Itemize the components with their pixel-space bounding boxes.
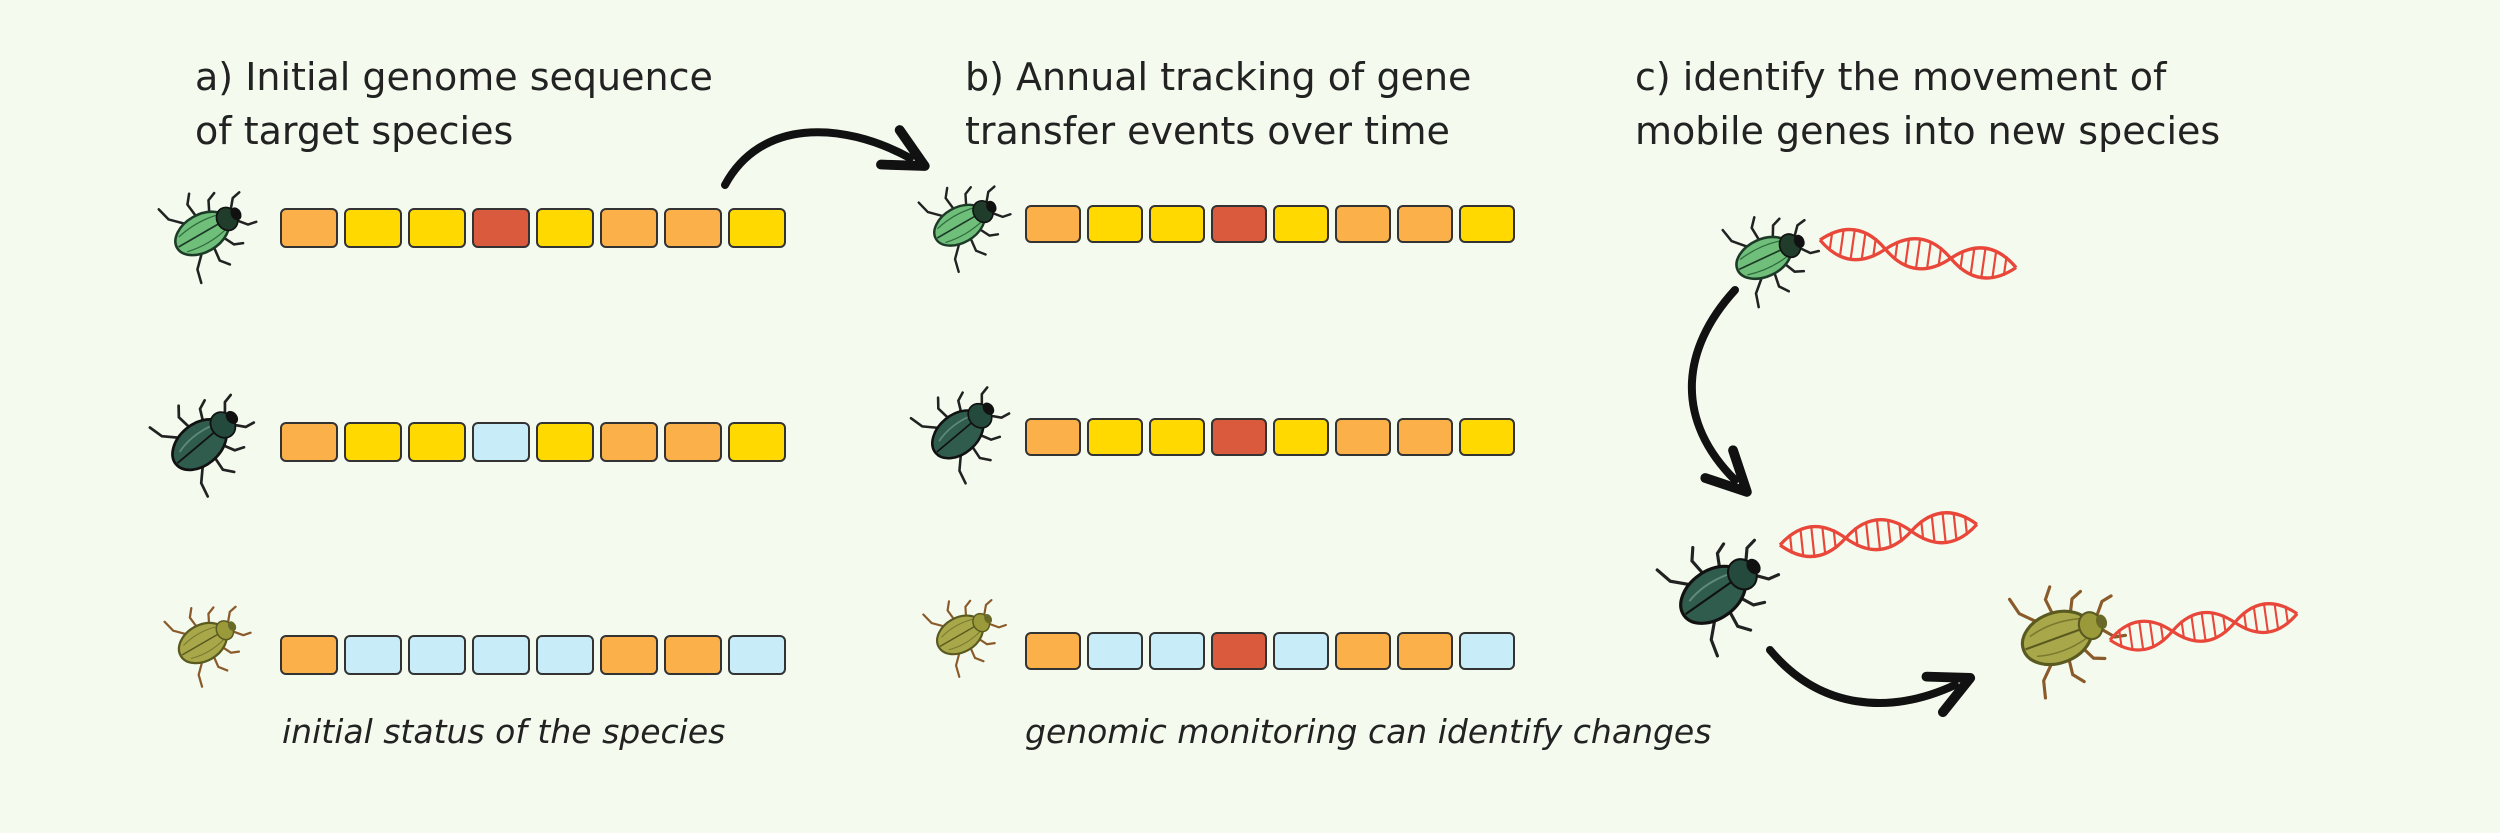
- curved-arrow-icon: [721, 125, 930, 189]
- gene-block-yellow: [1149, 205, 1205, 243]
- gene-block-orange: [1025, 205, 1081, 243]
- gene-block-orange: [600, 635, 658, 675]
- gene-block-orange: [1025, 418, 1081, 456]
- gene-block-yellow: [728, 208, 786, 248]
- curved-arrow-icon: [1766, 646, 1976, 718]
- green-beetle-icon: [916, 166, 1023, 274]
- gene-block-yellow: [1149, 418, 1205, 456]
- gene-block-yellow: [536, 208, 594, 248]
- gene-block-red: [1211, 205, 1267, 243]
- gene-block-orange: [1397, 205, 1453, 243]
- gene-block-red: [1211, 418, 1267, 456]
- olive-beetle-icon: [160, 586, 263, 690]
- dna-helix-icon: [1776, 507, 1981, 562]
- gene-block-orange: [280, 208, 338, 248]
- panel-c-title-line1: c) identify the movement of: [1635, 55, 2167, 99]
- gene-block-blue: [728, 635, 786, 675]
- gene-block-red: [472, 208, 530, 248]
- panel-a-sequence-3: [280, 635, 786, 675]
- gene-block-orange: [1397, 632, 1453, 670]
- panel-c-title-line2: mobile genes into new species: [1635, 109, 2221, 153]
- gene-block-blue: [472, 635, 530, 675]
- gene-block-blue: [1273, 632, 1329, 670]
- gene-block-yellow: [1459, 205, 1515, 243]
- dark-beetle-icon: [908, 368, 1025, 486]
- dna-helix-icon: [1816, 223, 2020, 285]
- gene-block-yellow: [536, 422, 594, 462]
- gene-block-yellow: [728, 422, 786, 462]
- dark-beetle-icon: [147, 374, 271, 498]
- olive-beetle-icon: [919, 580, 1018, 680]
- gene-block-yellow: [1273, 418, 1329, 456]
- gene-block-orange: [664, 422, 722, 462]
- gene-block-orange: [600, 422, 658, 462]
- gene-block-blue: [344, 635, 402, 675]
- gene-block-orange: [664, 208, 722, 248]
- panel-a-sequence-2: [280, 422, 786, 462]
- gene-block-blue: [1149, 632, 1205, 670]
- gene-block-yellow: [1087, 205, 1143, 243]
- gene-block-yellow: [344, 422, 402, 462]
- gene-block-yellow: [1273, 205, 1329, 243]
- gene-block-blue: [1459, 632, 1515, 670]
- dark-beetle-icon: [1654, 514, 1797, 658]
- gene-block-blue: [408, 635, 466, 675]
- dna-helix-icon: [2106, 597, 2301, 657]
- gene-block-orange: [1335, 418, 1391, 456]
- panel-b-title-line2: transfer events over time: [965, 109, 1450, 153]
- panel-b-sequence-2: [1025, 418, 1515, 456]
- gene-block-blue: [472, 422, 530, 462]
- panel-c-title: c) identify the movement of mobile genes…: [1635, 50, 2220, 158]
- gene-block-orange: [1397, 418, 1453, 456]
- gene-block-yellow: [1459, 418, 1515, 456]
- gene-block-yellow: [1087, 418, 1143, 456]
- gene-block-orange: [280, 635, 338, 675]
- panel-b-title: b) Annual tracking of gene transfer even…: [965, 50, 1471, 158]
- panel-a-caption: initial status of the species: [282, 712, 726, 751]
- panel-b-title-line1: b) Annual tracking of gene: [965, 55, 1472, 99]
- panel-b-sequence-1: [1025, 205, 1515, 243]
- curved-arrow-icon: [1687, 286, 1752, 497]
- panel-a-sequence-1: [280, 208, 786, 248]
- panel-b-caption: genomic monitoring can identify changes: [1025, 712, 1712, 751]
- gene-block-orange: [664, 635, 722, 675]
- panel-a-title: a) Initial genome sequence of target spe…: [195, 50, 713, 158]
- green-beetle-icon: [156, 170, 269, 284]
- gene-block-orange: [1335, 632, 1391, 670]
- gene-block-yellow: [408, 422, 466, 462]
- gene-block-orange: [280, 422, 338, 462]
- panel-b-sequence-3: [1025, 632, 1515, 670]
- gene-block-orange: [600, 208, 658, 248]
- gene-block-orange: [1025, 632, 1081, 670]
- gene-block-yellow: [408, 208, 466, 248]
- panel-a-title-line1: a) Initial genome sequence: [195, 55, 713, 99]
- gene-block-blue: [1087, 632, 1143, 670]
- gene-block-yellow: [344, 208, 402, 248]
- panel-a-title-line2: of target species: [195, 109, 514, 153]
- gene-block-blue: [536, 635, 594, 675]
- gene-block-red: [1211, 632, 1267, 670]
- gene-block-orange: [1335, 205, 1391, 243]
